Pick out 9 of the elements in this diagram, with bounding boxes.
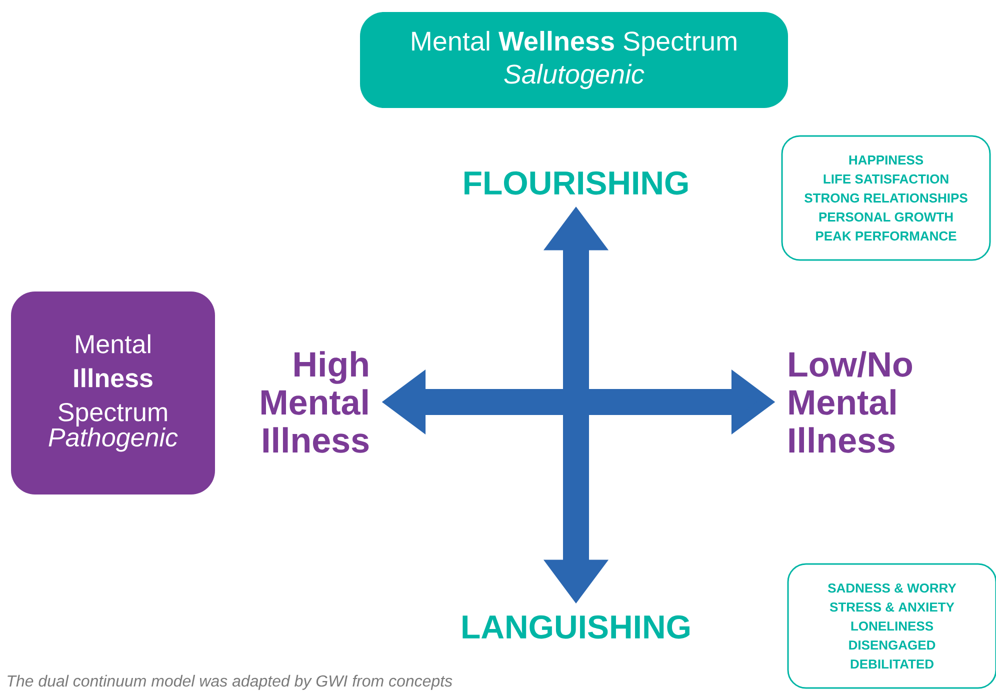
spectrum-box: Mental Wellness Spectrum Salutogenic [360,12,788,108]
axis-label: LANGUISHING [462,615,690,639]
axis-label: High Mental Illness [262,351,369,453]
outcome-list-box: SADNESS & WORRY STRESS & ANXIETY LONELINESS DISENGAGED DEBILITATED [787,563,996,689]
axis-label: Low/No Mental Illness [789,351,912,453]
spectrum-box: Mental Illness Spectrum Pathogenic [11,292,215,494]
axis-label: FLOURISHING [464,171,688,195]
outcome-list-box: HAPPINESS LIFE SATISFACTION STRONG RELATIONSHIPS PERSONAL GROWTH PEAK PERFORMANCE [781,135,991,261]
caption: The dual continuum model was adapted by GWI from concepts [8,674,452,690]
